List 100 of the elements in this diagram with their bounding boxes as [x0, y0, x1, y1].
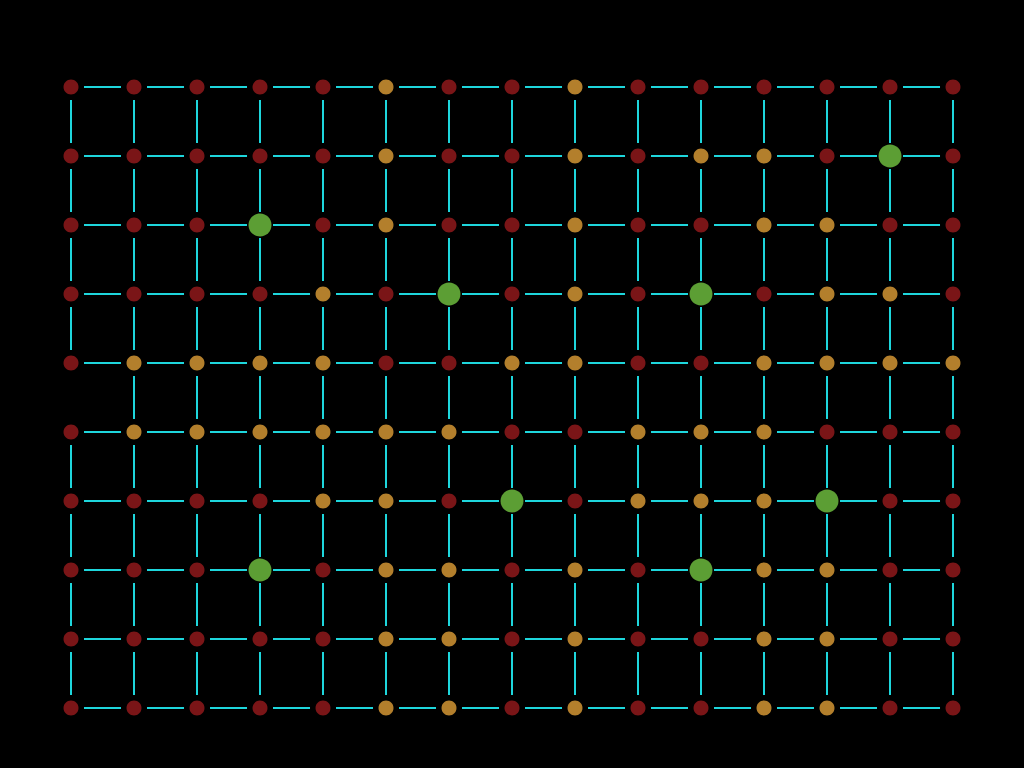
- circle-node: [693, 700, 709, 716]
- circle-node: [567, 286, 583, 302]
- edge-line: [322, 582, 324, 627]
- edge-line: [511, 306, 513, 351]
- circle-node: [567, 79, 583, 95]
- edge-line: [511, 237, 513, 282]
- edge-line: [524, 707, 563, 709]
- edge-line: [448, 306, 450, 351]
- edge-line: [398, 569, 437, 571]
- edge-line: [889, 168, 891, 213]
- edge-line: [335, 293, 374, 295]
- circle-node: [126, 493, 142, 509]
- circle-node: [378, 286, 394, 302]
- circle-node: [945, 217, 961, 233]
- circle-node: [756, 631, 772, 647]
- circle-node: [441, 562, 457, 578]
- edge-line: [826, 99, 828, 144]
- circle-node: [756, 217, 772, 233]
- circle-node: [504, 148, 520, 164]
- edge-line: [196, 513, 198, 558]
- edge-line: [83, 500, 122, 502]
- circle-node: [693, 355, 709, 371]
- edge-line: [637, 513, 639, 558]
- edge-line: [70, 237, 72, 282]
- edge-line: [889, 444, 891, 489]
- edge-line: [713, 224, 752, 226]
- edge-line: [322, 651, 324, 696]
- edge-line: [700, 237, 702, 282]
- edge-line: [398, 638, 437, 640]
- circle-node: [756, 424, 772, 440]
- circle-node: [189, 562, 205, 578]
- edge-line: [902, 431, 941, 433]
- edge-line: [448, 651, 450, 696]
- edge-line: [587, 707, 626, 709]
- circle-node: [252, 79, 268, 95]
- circle-node: [248, 213, 272, 237]
- edge-line: [83, 638, 122, 640]
- circle-node: [882, 631, 898, 647]
- edge-line: [259, 444, 261, 489]
- edge-line: [637, 444, 639, 489]
- edge-line: [385, 582, 387, 627]
- edge-line: [461, 362, 500, 364]
- edge-line: [889, 306, 891, 351]
- edge-line: [763, 306, 765, 351]
- edge-line: [461, 707, 500, 709]
- circle-node: [945, 631, 961, 647]
- edge-line: [889, 513, 891, 558]
- edge-line: [574, 237, 576, 282]
- circle-node: [630, 148, 646, 164]
- edge-line: [146, 86, 185, 88]
- edge-line: [700, 99, 702, 144]
- edge-line: [902, 362, 941, 364]
- edge-line: [511, 651, 513, 696]
- circle-node: [945, 355, 961, 371]
- edge-line: [637, 651, 639, 696]
- circle-node: [878, 144, 902, 168]
- edge-line: [259, 513, 261, 558]
- circle-node: [567, 148, 583, 164]
- edge-line: [839, 155, 878, 157]
- circle-node: [315, 493, 331, 509]
- circle-node: [945, 286, 961, 302]
- circle-node: [756, 286, 772, 302]
- circle-node: [378, 631, 394, 647]
- edge-line: [587, 569, 626, 571]
- edge-line: [133, 444, 135, 489]
- edge-line: [902, 500, 941, 502]
- edge-line: [763, 237, 765, 282]
- edge-line: [650, 155, 689, 157]
- edge-line: [776, 431, 815, 433]
- edge-line: [826, 306, 828, 351]
- circle-node: [693, 217, 709, 233]
- circle-node: [189, 493, 205, 509]
- edge-line: [398, 431, 437, 433]
- circle-node: [126, 631, 142, 647]
- circle-node: [63, 355, 79, 371]
- edge-line: [587, 86, 626, 88]
- edge-line: [196, 237, 198, 282]
- edge-line: [776, 362, 815, 364]
- circle-node: [63, 286, 79, 302]
- edge-line: [209, 638, 248, 640]
- edge-line: [322, 168, 324, 213]
- edge-line: [322, 306, 324, 351]
- edge-line: [209, 293, 248, 295]
- edge-line: [700, 375, 702, 420]
- edge-line: [839, 500, 878, 502]
- circle-node: [252, 424, 268, 440]
- edge-line: [700, 582, 702, 627]
- edge-line: [322, 513, 324, 558]
- circle-node: [378, 700, 394, 716]
- edge-line: [385, 306, 387, 351]
- edge-line: [637, 306, 639, 351]
- edge-line: [902, 224, 941, 226]
- circle-node: [693, 79, 709, 95]
- edge-line: [335, 86, 374, 88]
- edge-line: [461, 569, 500, 571]
- circle-node: [819, 217, 835, 233]
- circle-node: [630, 424, 646, 440]
- circle-node: [189, 79, 205, 95]
- circle-node: [882, 493, 898, 509]
- edge-line: [952, 237, 954, 282]
